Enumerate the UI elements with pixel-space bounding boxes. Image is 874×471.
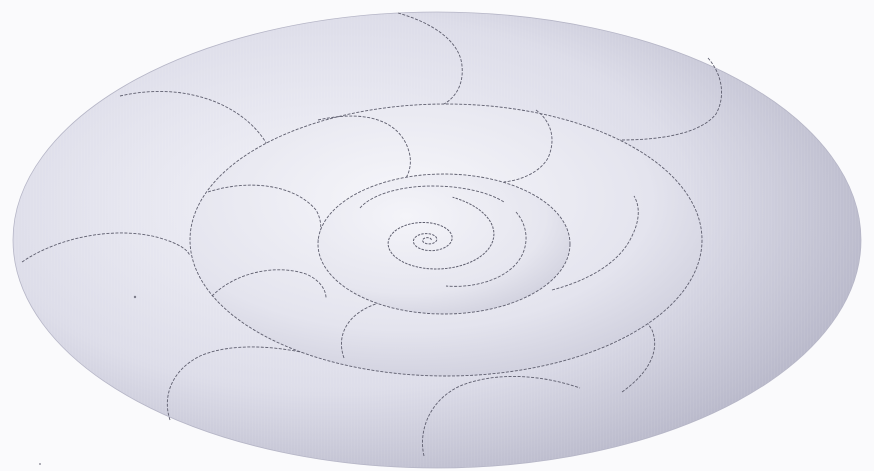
inner-whorl-surface (318, 174, 570, 314)
speck (39, 463, 41, 465)
speck (134, 296, 136, 298)
